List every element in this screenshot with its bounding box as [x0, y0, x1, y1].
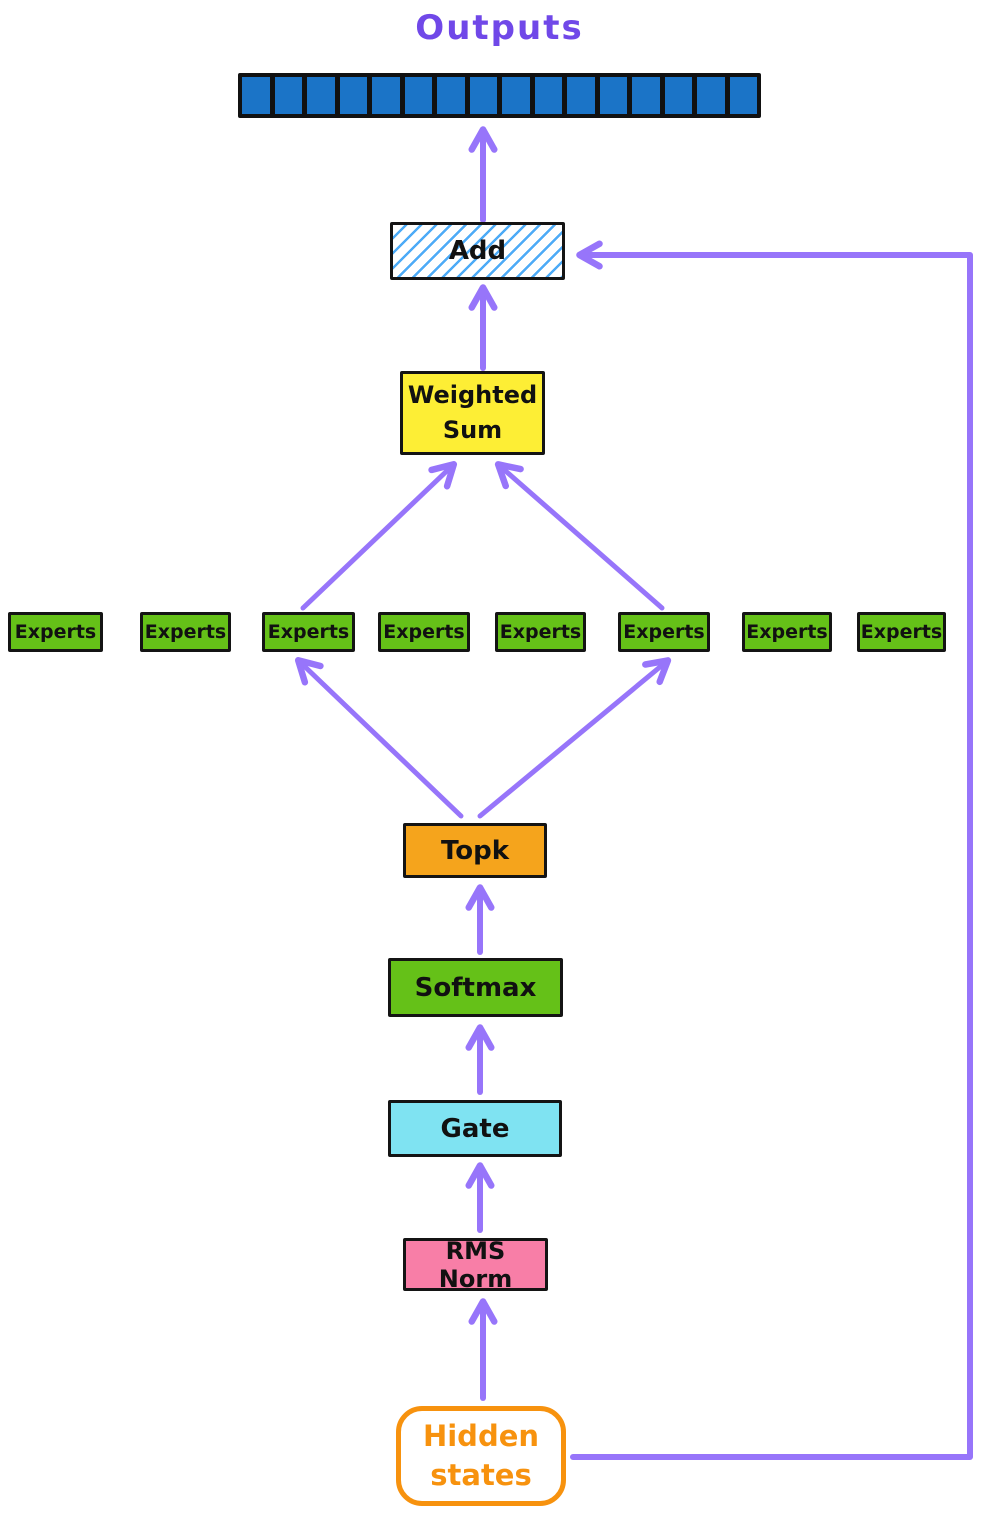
- node-hidden-states: Hidden states: [396, 1406, 566, 1506]
- node-rms-norm: RMS Norm: [403, 1237, 548, 1293]
- arrow-expert3-to-weighted-sum: [300, 461, 458, 611]
- node-topk: Topk: [403, 823, 547, 878]
- expert-box: Experts: [618, 612, 710, 652]
- arrow-topk-to-expert6: [477, 657, 672, 819]
- node-add: Add: [390, 222, 565, 280]
- expert-box: Experts: [378, 612, 470, 652]
- output-token-cell: [664, 77, 692, 114]
- arrow-residual-hidden-states-to-add: [570, 240, 973, 1460]
- expert-box: Experts: [495, 612, 586, 652]
- expert-box: Experts: [8, 612, 103, 652]
- expert-box: Experts: [140, 612, 231, 652]
- expert-box: Experts: [262, 612, 355, 652]
- output-token-cell: [632, 77, 660, 114]
- arrow-topk-to-expert3: [294, 657, 464, 819]
- output-token-cell: [534, 77, 562, 114]
- outputs-token-strip: [238, 73, 761, 118]
- output-token-cell: [307, 77, 335, 114]
- output-token-cell: [372, 77, 400, 114]
- output-token-cell: [599, 77, 627, 114]
- expert-box: Experts: [857, 612, 946, 652]
- output-token-cell: [339, 77, 367, 114]
- arrow-expert6-to-weighted-sum: [494, 461, 665, 611]
- node-gate: Gate: [388, 1100, 562, 1157]
- output-token-cell: [502, 77, 530, 114]
- output-token-cell: [242, 77, 270, 114]
- output-token-cell: [567, 77, 595, 114]
- output-token-cell: [404, 77, 432, 114]
- output-token-cell: [274, 77, 302, 114]
- node-weighted-sum: Weighted Sum: [400, 371, 545, 455]
- outputs-title: Outputs: [415, 8, 584, 48]
- output-token-cell: [437, 77, 465, 114]
- node-softmax: Softmax: [388, 958, 563, 1017]
- output-token-cell: [469, 77, 497, 114]
- expert-box: Experts: [742, 612, 832, 652]
- output-token-cell: [729, 77, 757, 114]
- output-token-cell: [697, 77, 725, 114]
